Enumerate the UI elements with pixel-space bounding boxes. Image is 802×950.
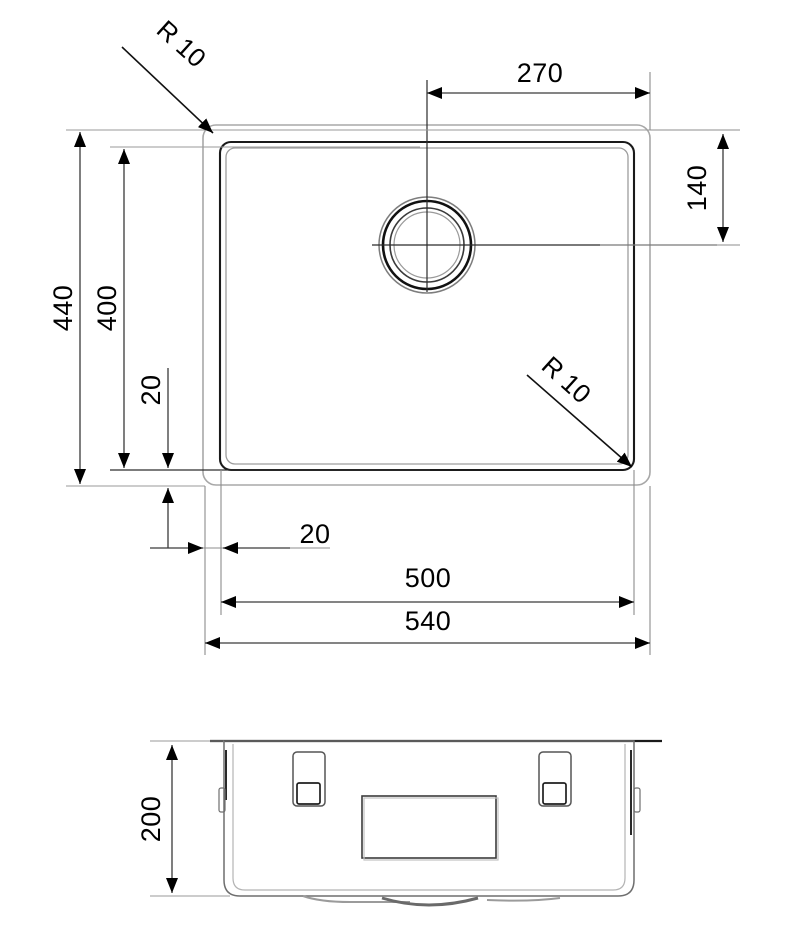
- dimension-540: 540: [205, 606, 650, 649]
- elevation-left-side-tab: [218, 787, 226, 813]
- dimension-400-label: 400: [92, 285, 122, 332]
- elevation-base-foot-left: [302, 895, 410, 903]
- dimension-440: 440: [48, 132, 86, 484]
- elevation-base-foot-center: [381, 896, 479, 907]
- dimension-440-label: 440: [48, 285, 78, 332]
- elevation-center-panel-shadow: [363, 797, 499, 861]
- dimension-270: 270: [427, 58, 650, 99]
- radius-callout-top-left: R 10: [121, 14, 214, 134]
- radius-label-bottom-right: R 10: [536, 350, 597, 409]
- radius-leader-top-left: [121, 46, 214, 134]
- dimension-540-label: 540: [405, 606, 452, 636]
- dimension-200: 200: [136, 745, 178, 893]
- elevation-base-foot-right: [486, 897, 561, 902]
- mounting-clip-right: [538, 751, 572, 807]
- radius-callout-bottom-right: R 10: [526, 350, 633, 468]
- dimension-20-horizontal-label: 20: [299, 519, 330, 549]
- dimension-140: 140: [682, 134, 729, 242]
- plan-view: 440 400 20 270 140: [48, 14, 740, 655]
- dimension-20-horizontal: 20: [150, 519, 330, 554]
- mounting-clip-right-body: [538, 751, 572, 807]
- dimension-400: 400: [92, 149, 130, 468]
- dimension-500-label: 500: [405, 563, 452, 593]
- dimension-140-label: 140: [682, 165, 712, 212]
- radius-label-top-left: R 10: [151, 14, 212, 73]
- elevation-center-panel: [361, 795, 497, 859]
- dimension-270-label: 270: [517, 58, 564, 88]
- front-elevation-view: 200: [136, 739, 662, 907]
- dimension-20-vertical-label: 20: [136, 374, 166, 405]
- radius-leader-bottom-right: [526, 374, 633, 468]
- elevation-right-side-tab: [633, 787, 641, 813]
- mounting-clip-right-foot: [542, 782, 567, 805]
- mounting-clip-left-body: [292, 751, 326, 807]
- dimension-200-label: 200: [136, 796, 166, 843]
- mounting-clip-left: [292, 751, 326, 807]
- mounting-clip-left-foot: [296, 782, 321, 805]
- elevation-body-outline: [223, 740, 635, 897]
- dimension-500: 500: [221, 563, 634, 608]
- dimension-20-vertical: 20: [136, 368, 174, 548]
- elevation-body-inner-trace: [232, 744, 626, 891]
